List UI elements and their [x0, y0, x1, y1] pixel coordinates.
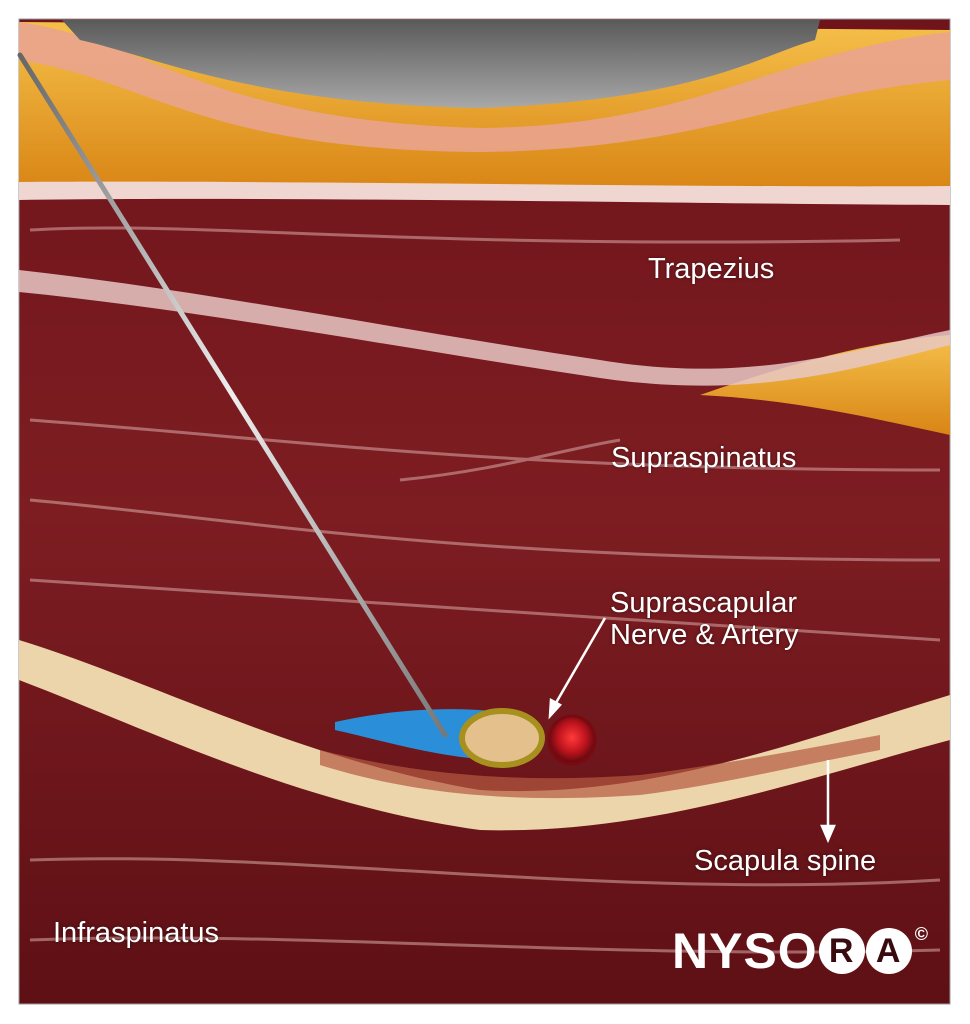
- copyright-symbol: ©: [914, 924, 929, 944]
- arrow-nerve-artery: [548, 617, 607, 720]
- ultrasound-probe: [62, 20, 820, 108]
- skin-layer: [19, 22, 950, 152]
- nysora-logo: NYSO R A ©: [672, 922, 929, 980]
- label-nerve-artery-line2: Nerve & Artery: [610, 619, 799, 651]
- suprascapular-nerve: [459, 708, 545, 768]
- arrow-scapula-spine: [820, 760, 836, 844]
- label-trapezius: Trapezius: [648, 253, 775, 285]
- logo-text: NYSO: [672, 923, 818, 979]
- scapula-spine-bone: [19, 640, 950, 831]
- fascia: [19, 181, 950, 205]
- bone-marrow: [320, 735, 880, 799]
- needle: [17, 52, 448, 738]
- suprascapular-artery: [547, 714, 597, 766]
- label-scapula-spine: Scapula spine: [694, 845, 877, 877]
- label-supraspinatus: Supraspinatus: [611, 442, 797, 474]
- logo-ring-r: R: [818, 928, 865, 974]
- label-nerve-artery-line1: Suprascapular: [610, 587, 797, 619]
- label-infraspinatus: Infraspinatus: [53, 917, 220, 949]
- local-anesthetic-spread: [335, 709, 500, 760]
- logo-ring-a: A: [865, 928, 912, 974]
